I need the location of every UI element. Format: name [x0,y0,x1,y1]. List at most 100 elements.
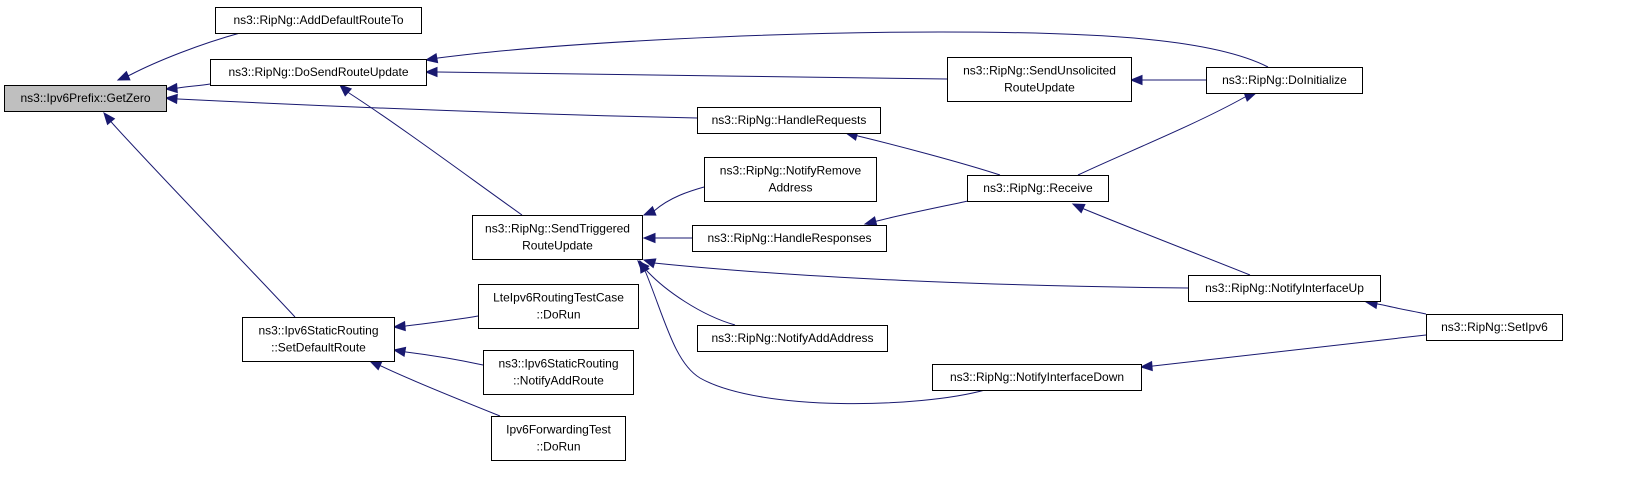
nodes-layer: ns3::Ipv6Prefix::GetZero ns3::RipNg::AddD… [4,7,1563,461]
node-box[interactable] [491,416,626,461]
arrowhead [116,70,131,81]
edge-setipv6-to-notifydown [1139,334,1427,372]
edge-notifyup-to-receive [1071,203,1251,276]
edge-ltetest-to-setdefault [392,315,479,332]
node-box[interactable] [472,215,643,260]
node-box[interactable] [242,317,395,362]
edge-line [405,315,479,327]
node-box[interactable] [704,157,877,202]
edge-line [1083,208,1251,276]
node-label: RouteUpdate [1004,81,1075,95]
node-label: ns3::Ipv6StaticRouting [498,357,618,371]
edge-fwdtest-to-setdefault [368,360,501,417]
node-label: RouteUpdate [522,239,593,253]
node-box[interactable] [210,59,427,86]
node-label: ns3::RipNg::SendUnsolicited [963,64,1116,78]
edge-line-end [1376,303,1384,306]
node-label: Ipv6ForwardingTest [506,423,611,437]
arrowhead [863,216,878,227]
edge-notifydown-to-sendtrig [639,259,986,405]
edge-notifyremove-to-sendtrig [642,186,705,216]
edge-line [112,123,296,318]
edge-doinit-to-dosend [424,31,1269,68]
arrowhead [1139,360,1153,372]
node-label: ns3::RipNg::HandleResponses [707,231,871,245]
node-ltetest[interactable]: LteIpv6RoutingTestCase::DoRun [478,284,639,329]
edge-handleresp-to-receive [863,200,969,227]
edge-line [653,262,1189,289]
node-adddefault[interactable]: ns3::RipNg::AddDefaultRouteTo [215,7,422,34]
edge-notifyup-to-sendtrig [642,258,1189,289]
arrowhead [642,258,657,269]
node-label: ns3::RipNg::NotifyRemove [720,164,862,178]
edge-line [437,31,1269,68]
node-box[interactable] [215,7,422,34]
arrowhead [392,346,407,358]
node-dosend[interactable]: ns3::RipNg::DoSendRouteUpdate [210,59,427,86]
edge-doinit-to-sendunsol [1129,74,1206,86]
edge-line [1382,304,1427,315]
edge-line [177,98,698,119]
node-label: LteIpv6RoutingTestCase [493,291,624,305]
node-label: ::NotifyAddRoute [513,374,604,388]
node-box[interactable] [4,85,167,112]
node-box[interactable] [478,284,639,329]
node-handleresp[interactable]: ns3::RipNg::HandleResponses [692,225,887,252]
arrowhead [164,93,178,105]
edge-line [129,32,241,76]
edge-line [647,271,736,326]
node-notifydown[interactable]: ns3::RipNg::NotifyInterfaceDown [932,364,1142,391]
node-setdefault[interactable]: ns3::Ipv6StaticRouting::SetDefaultRoute [242,317,395,362]
node-label: ns3::RipNg::SendTriggered [485,222,630,236]
node-notifyup[interactable]: ns3::RipNg::NotifyInterfaceUp [1188,275,1381,302]
node-label: ns3::RipNg::Receive [983,181,1093,195]
node-setipv6[interactable]: ns3::RipNg::SetIpv6 [1426,314,1563,341]
node-label: ns3::RipNg::HandleRequests [712,113,867,127]
arrowhead [424,66,438,78]
edge-line [1077,96,1246,176]
arrowhead [639,259,650,274]
node-doinit[interactable]: ns3::RipNg::DoInitialize [1206,67,1363,94]
node-box[interactable] [692,225,887,252]
node-box[interactable] [697,325,888,352]
edge-notifyadd-to-sendtrig [637,260,736,326]
node-label: ns3::RipNg::NotifyInterfaceUp [1205,281,1364,295]
arrowhead [424,52,439,64]
edge-line [437,71,948,80]
node-getzero[interactable]: ns3::Ipv6Prefix::GetZero [4,85,167,112]
node-box[interactable] [1188,275,1381,302]
edge-sendunsol-to-dosend [424,66,948,80]
node-label: ::DoRun [536,440,580,454]
edge-notifyaddroute-to-setdefault [392,346,484,366]
node-box[interactable] [1206,67,1363,94]
arrowhead [339,84,353,97]
edge-handleresp-to-sendtrig [642,232,693,244]
node-label: ns3::RipNg::NotifyAddAddress [711,331,873,345]
node-notifyadd[interactable]: ns3::RipNg::NotifyAddAddress [697,325,888,352]
arrowhead [1071,203,1086,214]
edge-sendtrig-to-dosend [339,84,523,216]
node-notifyaddroute[interactable]: ns3::Ipv6StaticRouting::NotifyAddRoute [483,350,634,395]
node-receive[interactable]: ns3::RipNg::Receive [967,175,1109,202]
node-handlereq[interactable]: ns3::RipNg::HandleRequests [697,107,881,134]
node-box[interactable] [697,107,881,134]
edge-setdefault-to-getzero [103,111,296,318]
arrowhead [1129,74,1143,86]
edge-line [876,200,969,222]
node-box[interactable] [1426,314,1563,341]
node-label: ns3::RipNg::DoSendRouteUpdate [228,65,408,79]
node-fwdtest[interactable]: Ipv6ForwardingTest::DoRun [491,416,626,461]
edge-line [380,365,501,417]
node-label: ns3::Ipv6StaticRouting [258,324,378,338]
node-box[interactable] [932,364,1142,391]
node-label: ns3::Ipv6Prefix::GetZero [20,91,150,105]
arrowhead [164,82,178,94]
node-box[interactable] [967,175,1109,202]
node-label: ns3::RipNg::NotifyInterfaceDown [950,370,1124,384]
node-box[interactable] [483,350,634,395]
node-box[interactable] [947,57,1132,102]
